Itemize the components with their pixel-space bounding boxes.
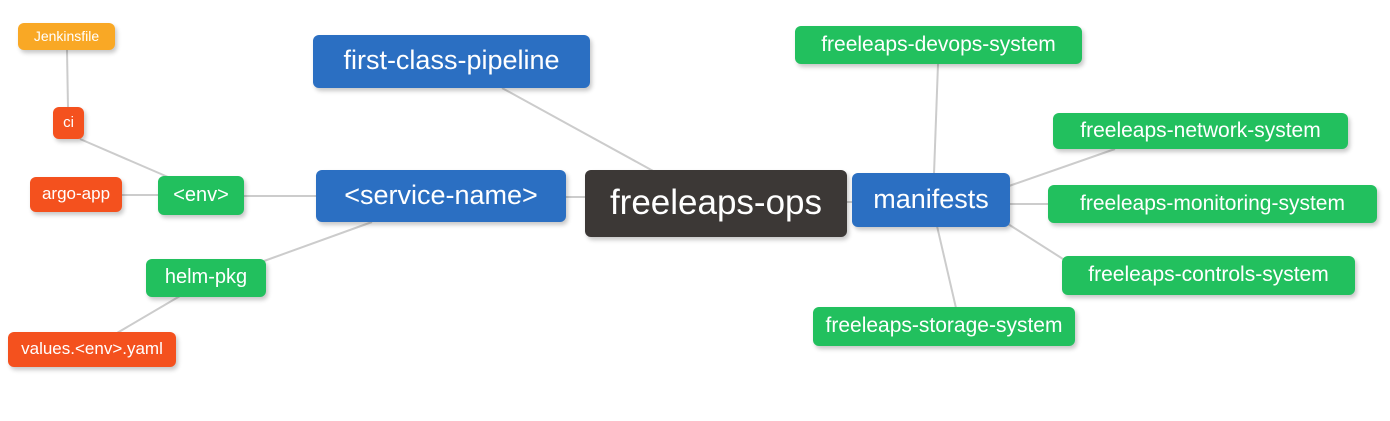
node-env[interactable]: <env> [158,176,244,215]
edge-manifests-to-freeleaps-controls-system [1007,223,1064,260]
node-freeleaps-monitoring-system[interactable]: freeleaps-monitoring-system [1048,185,1377,223]
edge-ci-to-env [79,138,169,178]
node-freeleaps-ops[interactable]: freeleaps-ops [585,170,847,237]
node-values-env-yaml[interactable]: values.<env>.yaml [8,332,176,367]
node-manifests[interactable]: manifests [852,173,1010,227]
node-service-name[interactable]: <service-name> [316,170,566,222]
node-first-class-pipeline[interactable]: first-class-pipeline [313,35,590,88]
node-freeleaps-storage-system[interactable]: freeleaps-storage-system [813,307,1075,346]
edge-values-env-yaml-to-helm-pkg [116,295,181,334]
node-freeleaps-devops-system[interactable]: freeleaps-devops-system [795,26,1082,64]
edge-helm-pkg-to-service-name [263,221,373,262]
node-argo-app[interactable]: argo-app [30,177,122,212]
node-jenkinsfile[interactable]: Jenkinsfile [18,23,115,50]
node-ci[interactable]: ci [53,107,84,139]
edge-jenkinsfile-to-ci [66,49,69,109]
edge-freeleaps-devops-system-to-manifests [933,63,939,175]
node-freeleaps-controls-system[interactable]: freeleaps-controls-system [1062,256,1355,295]
node-freeleaps-network-system[interactable]: freeleaps-network-system [1053,113,1348,149]
edge-first-class-pipeline-to-freeleaps-ops [501,87,656,173]
node-helm-pkg[interactable]: helm-pkg [146,259,266,297]
edge-manifests-to-freeleaps-network-system [1008,148,1116,187]
edge-manifests-to-freeleaps-storage-system [936,225,957,309]
